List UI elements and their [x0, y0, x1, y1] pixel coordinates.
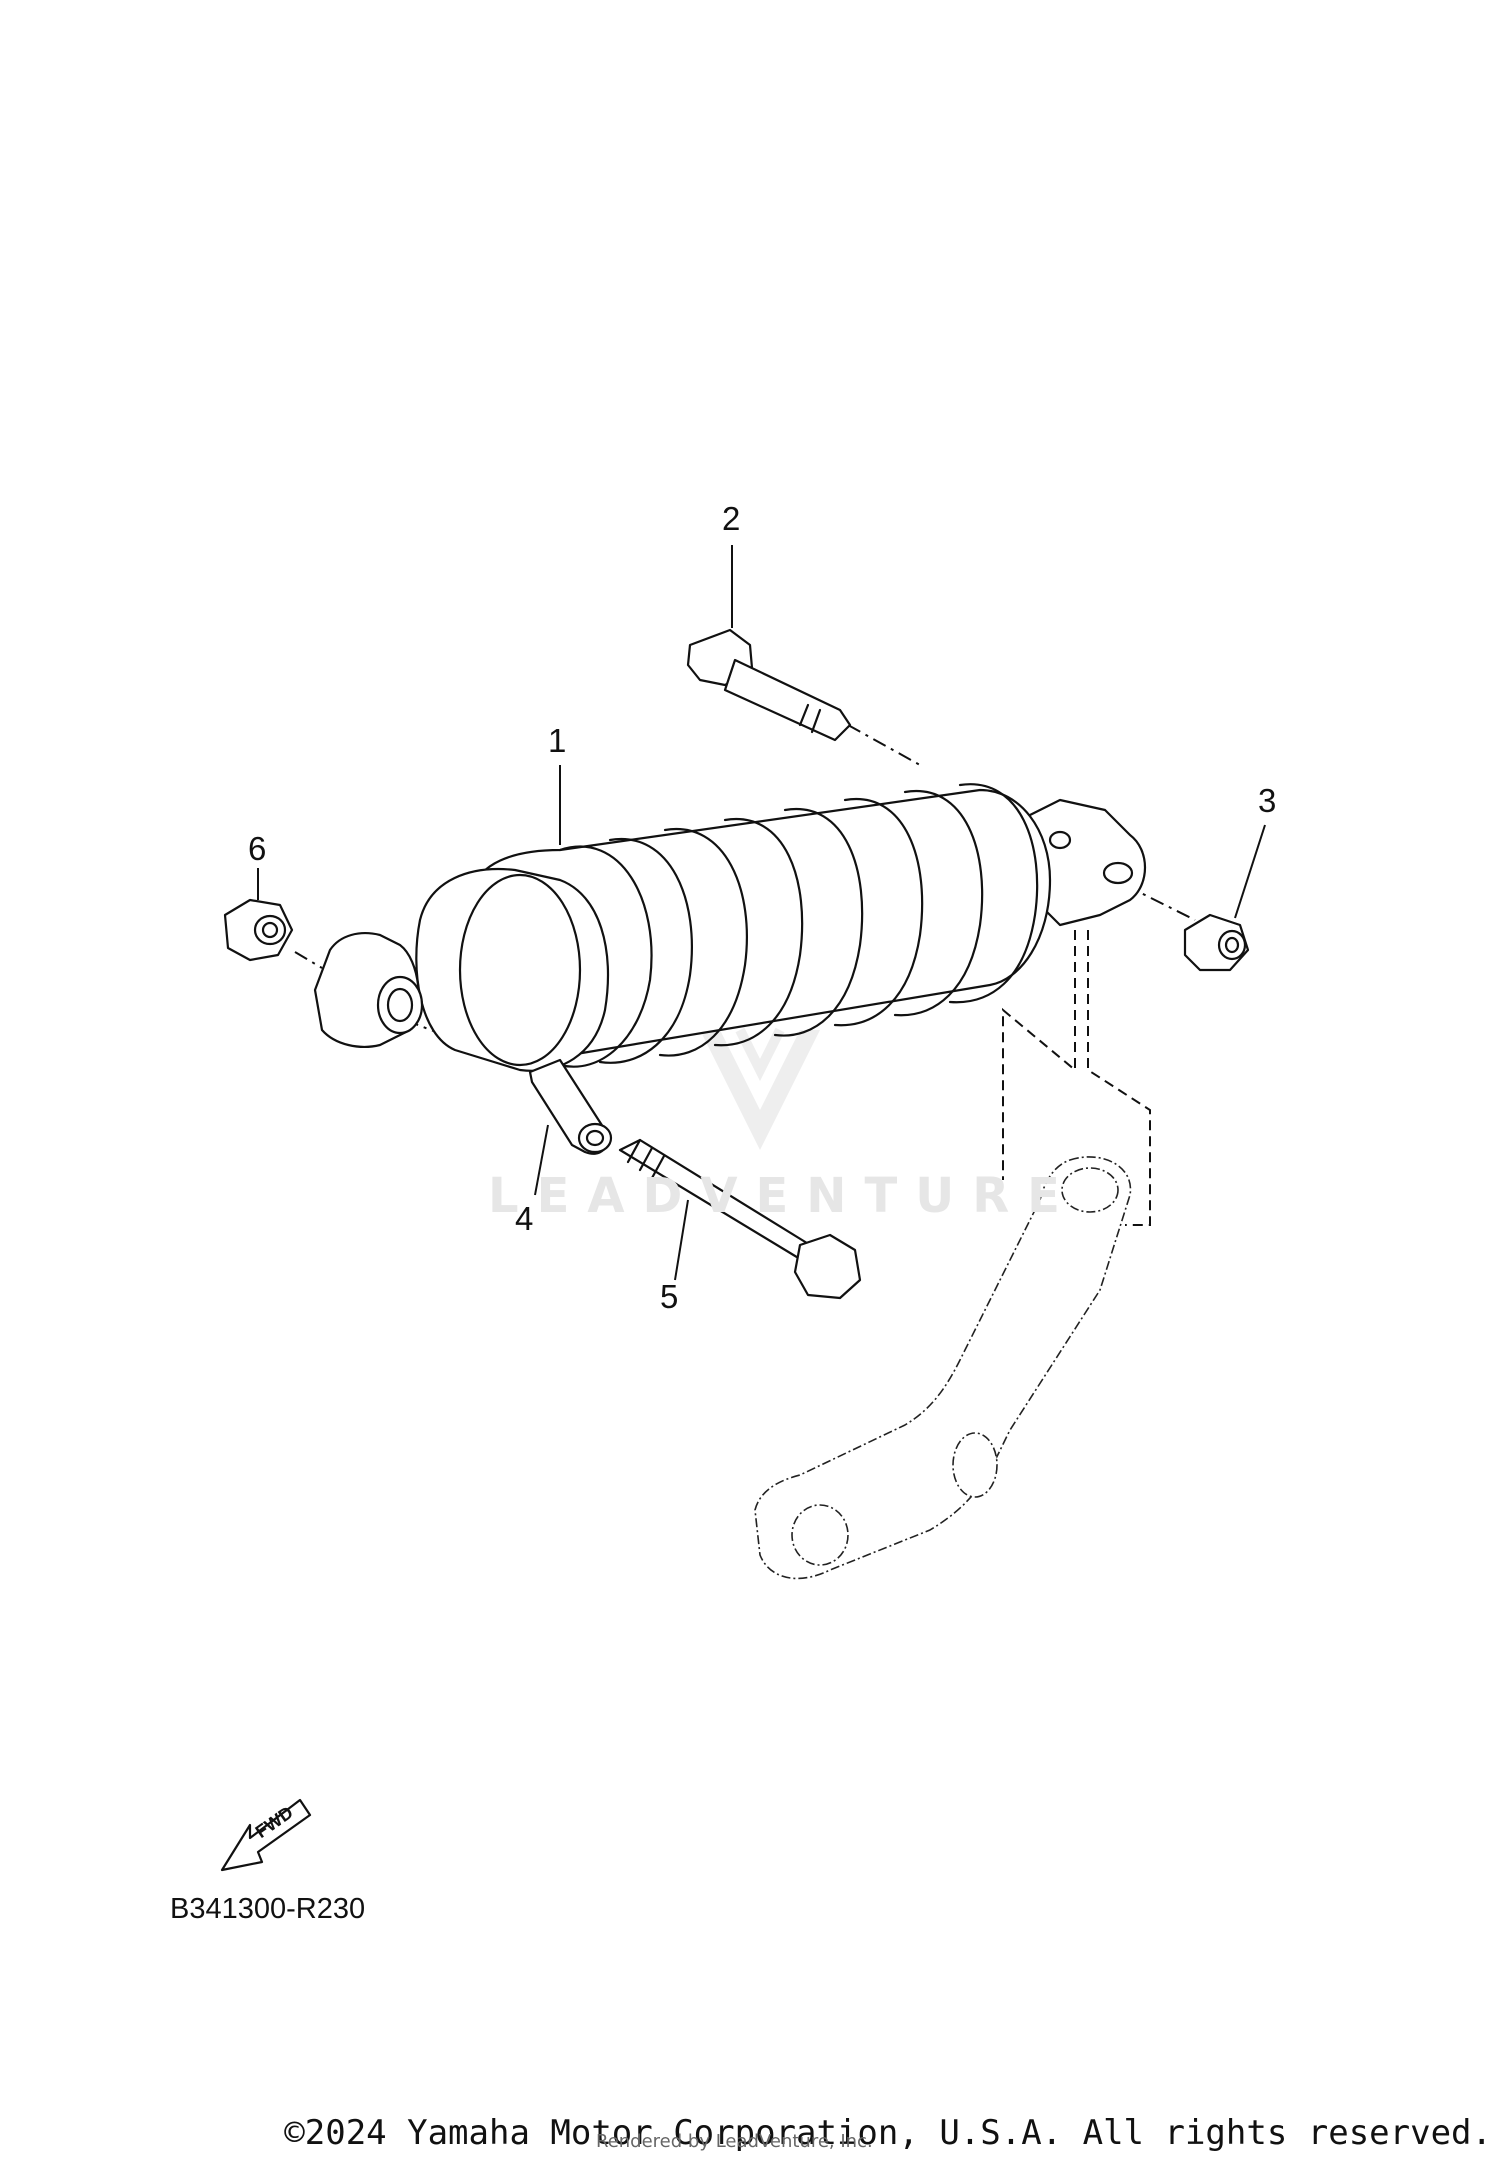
callout-3: 3 [1258, 782, 1277, 819]
callout-5: 5 [660, 1278, 679, 1315]
watermark: LEADVENTURE [488, 1168, 1078, 1224]
callout-1: 1 [548, 722, 567, 759]
callout-2: 2 [722, 500, 741, 537]
leader-lines [257, 545, 1266, 1281]
callout-4: 4 [515, 1200, 534, 1237]
collar [528, 1058, 613, 1155]
diagram-code: B341300-R230 [170, 1893, 366, 1925]
shock-absorber [313, 783, 1147, 1072]
relay-arm-ghost [754, 1156, 1132, 1580]
fwd-arrow-icon [220, 1798, 312, 1872]
watermark-logo-icon [700, 1027, 820, 1150]
lower-nut [223, 898, 294, 962]
upper-bolt [686, 628, 852, 742]
upper-nut [1183, 913, 1250, 972]
copyright-notice: ©2024 Yamaha Motor Corporation, U.S.A. A… [284, 2113, 1492, 2153]
rendered-by: Rendered by LeadVenture, Inc. [596, 2131, 873, 2152]
callout-6: 6 [248, 830, 267, 867]
lower-bolt [618, 1138, 862, 1300]
